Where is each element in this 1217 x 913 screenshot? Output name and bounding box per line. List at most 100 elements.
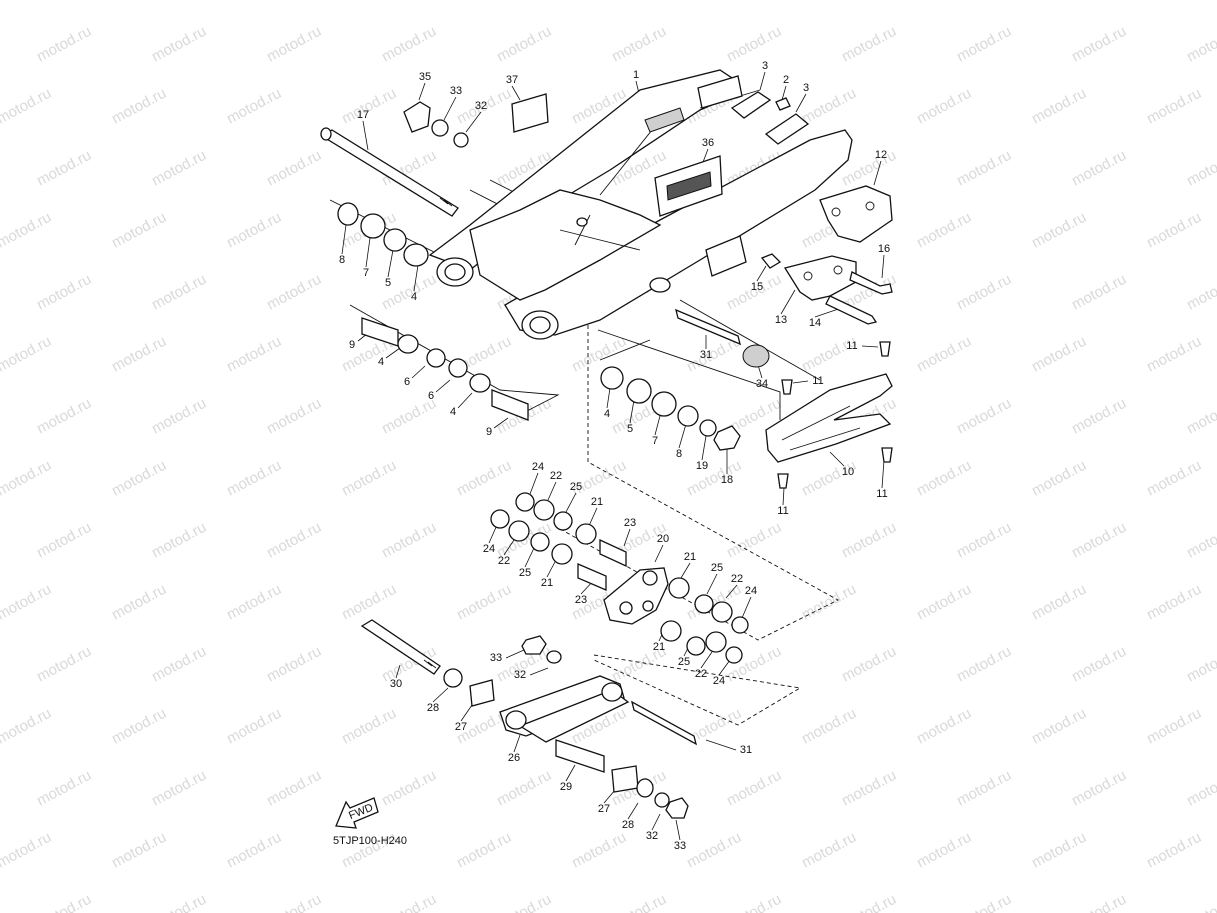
watermark-text: motod.ru [724,519,784,562]
callout-15: 15 [751,281,763,293]
watermark-text: motod.ru [109,333,169,376]
watermark-text: motod.ru [34,271,94,314]
watermark-text: motod.ru [339,457,399,500]
callout-36: 36 [702,137,714,149]
bracket-part-13 [783,255,857,301]
callout-24: 24 [745,585,757,597]
callout-11: 11 [777,505,788,517]
watermark-text: motod.ru [109,581,169,624]
watermark-text: motod.ru [1029,209,1089,252]
callout-6: 6 [428,390,434,402]
watermark-text: motod.ru [264,271,324,314]
pivot-shaft-part-17 [320,127,459,217]
watermark-text: motod.ru [0,209,54,252]
watermark-text: motod.ru [149,395,209,438]
watermark-text: motod.ru [34,147,94,190]
watermark-text: motod.ru [799,0,859,4]
watermark-text: motod.ru [1184,519,1217,562]
watermark-text: motod.ru [149,643,209,686]
watermark-text: motod.ru [839,643,899,686]
callout-4: 4 [378,356,384,368]
watermark-text: motod.ru [494,891,554,913]
watermark-text: motod.ru [1144,85,1204,128]
callout-32: 32 [514,669,526,681]
watermark-text: motod.ru [494,767,554,810]
drawing-code: 5TJP100-H240 [333,835,407,847]
watermark-text: motod.ru [339,705,399,748]
chain-guard-part-10 [765,373,893,463]
collar-part-27-left [469,679,495,707]
watermark-text: motod.ru [224,457,284,500]
callout-27: 27 [455,721,467,733]
callout-35: 35 [419,71,431,83]
watermark-text: motod.ru [1069,23,1129,66]
callout-24: 24 [713,675,725,687]
bearing-stack-lower-left [361,317,529,421]
watermark-text: motod.ru [34,395,94,438]
watermark-text: motod.ru [1144,829,1204,872]
watermark-text: motod.ru [0,85,54,128]
callout-7: 7 [652,435,658,447]
watermark-text: motod.ru [109,85,169,128]
watermark-text: motod.ru [149,271,209,314]
watermark-text: motod.ru [569,333,629,376]
bearing-stack-middle [600,366,741,451]
callout-25: 25 [678,656,690,668]
callout-22: 22 [731,573,743,585]
callout-33: 33 [490,652,502,664]
washer-part-32-top [453,132,469,148]
watermark-text: motod.ru [379,891,439,913]
watermark-text: motod.ru [224,0,284,4]
callout-18: 18 [721,474,733,486]
callout-33: 33 [674,840,686,852]
watermark-text: motod.ru [264,767,324,810]
collar-part-29 [555,739,605,773]
watermark-text: motod.ru [1069,767,1129,810]
watermark-text: motod.ru [1184,271,1217,314]
watermark-text: motod.ru [1184,767,1217,810]
bolt-part-2 [775,97,791,111]
washer-part-32-mid [546,650,562,664]
watermark-text: motod.ru [1029,85,1089,128]
watermark-text: motod.ru [264,643,324,686]
watermark-text: motod.ru [0,829,54,872]
relay-arm-bearings [490,492,627,591]
watermark-text: motod.ru [799,581,859,624]
watermark-text: motod.ru [569,457,629,500]
collar-part-27-right [611,765,639,793]
callout-28: 28 [427,702,439,714]
callout-25: 25 [519,567,531,579]
chain-puller-part-3 [730,91,810,145]
callout-7: 7 [363,267,369,279]
label-part-36 [654,155,723,217]
watermark-text: motod.ru [0,333,54,376]
seal-part-28-left [443,668,463,688]
callout-20: 20 [657,533,669,545]
watermark-text: motod.ru [454,457,514,500]
callout-3: 3 [803,82,809,94]
callout-22: 22 [498,555,510,567]
watermark-text: motod.ru [454,829,514,872]
watermark-text: motod.ru [1029,457,1089,500]
watermark-text: motod.ru [34,891,94,913]
washer-part-32-right [654,792,670,808]
watermark-text: motod.ru [454,0,514,4]
watermark-text: motod.ru [914,209,974,252]
watermark-text: motod.ru [109,705,169,748]
callout-6: 6 [404,376,410,388]
callout-8: 8 [676,448,682,460]
callout-10: 10 [842,466,854,478]
watermark-text: motod.ru [264,891,324,913]
nut-part-33-mid [521,635,547,655]
watermark-text: motod.ru [224,85,284,128]
watermark-text: motod.ru [34,519,94,562]
watermark-text: motod.ru [954,271,1014,314]
watermark-text: motod.ru [684,829,744,872]
watermark-text: motod.ru [839,23,899,66]
callout-4: 4 [411,291,417,303]
callout-31: 31 [700,349,712,361]
watermark-text: motod.ru [1029,829,1089,872]
watermark-text: motod.ru [224,581,284,624]
watermark-text: motod.ru [1144,581,1204,624]
callout-3: 3 [762,60,768,72]
